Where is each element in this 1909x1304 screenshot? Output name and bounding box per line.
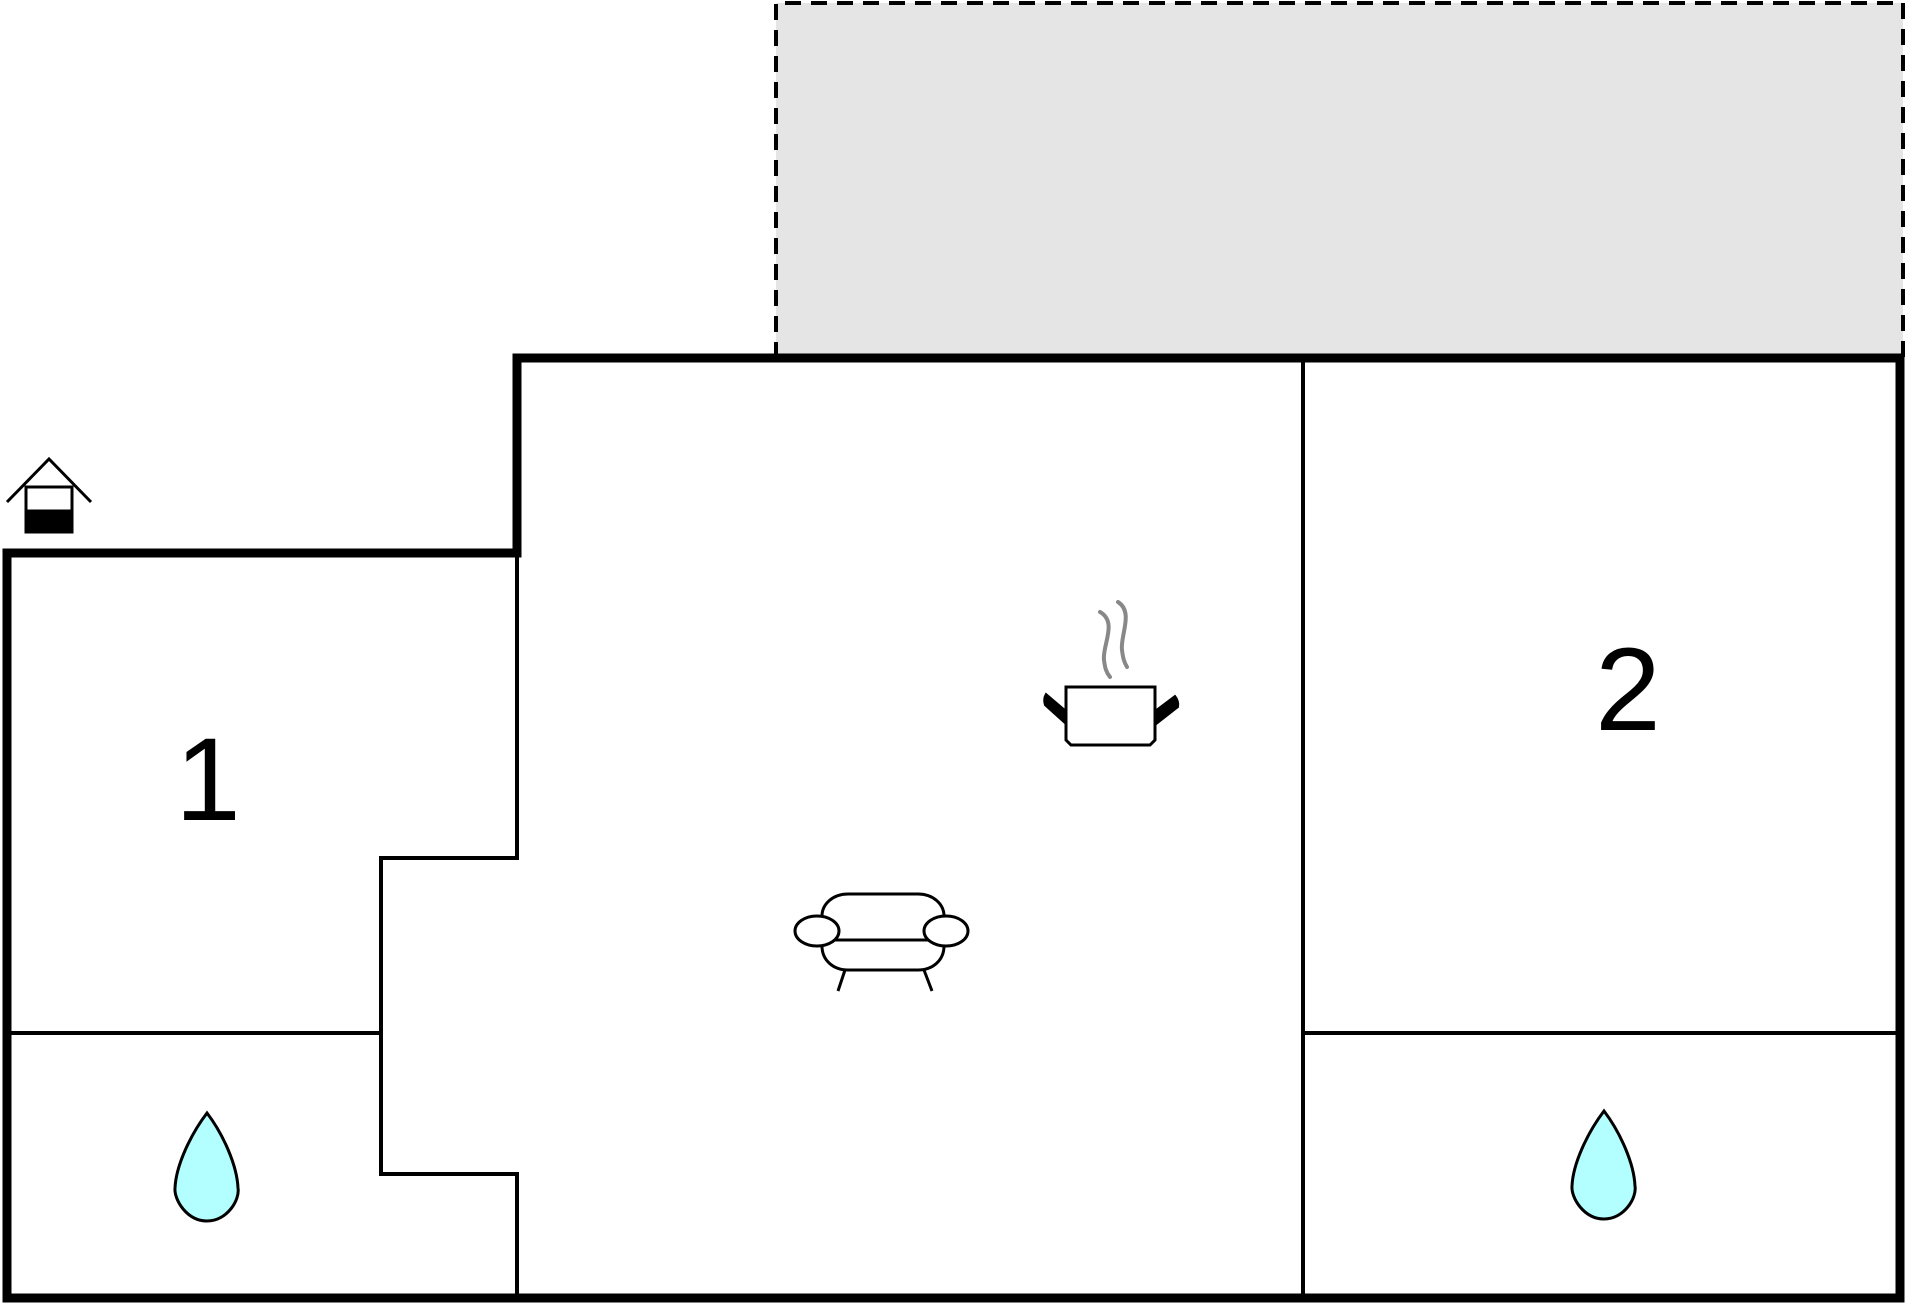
sofa-leg-right [922, 969, 934, 992]
terrace-fill [776, 3, 1903, 358]
exterior-walls [2, 353, 1905, 1303]
sofa-arm-left [793, 914, 841, 948]
steam-left [1098, 610, 1112, 679]
sofa-back [820, 892, 946, 917]
sofa-front [820, 945, 946, 972]
pot-body [1064, 685, 1157, 747]
bathroom-water-drop-icon [173, 1110, 240, 1223]
sofa-arm-right [922, 914, 970, 948]
room-1-number: 1 [175, 714, 241, 846]
terrace-area [774, 1, 1905, 358]
pot-handle-left [1043, 692, 1067, 727]
terrace-dashed-outline [774, 1, 1905, 358]
pot-handle-right [1154, 694, 1180, 728]
wall-room1-east [379, 553, 519, 1298]
sofa-leg-left [836, 969, 847, 992]
room-2-number: 2 [1595, 624, 1661, 756]
bathroom-water-drop-icon [1570, 1108, 1637, 1221]
steam-right [1116, 600, 1129, 669]
kitchen-pot-icon [1043, 600, 1180, 747]
inner-walls [8, 358, 1900, 1298]
living-sofa-icon [793, 892, 970, 992]
entrance-house-icon [5, 456, 93, 534]
